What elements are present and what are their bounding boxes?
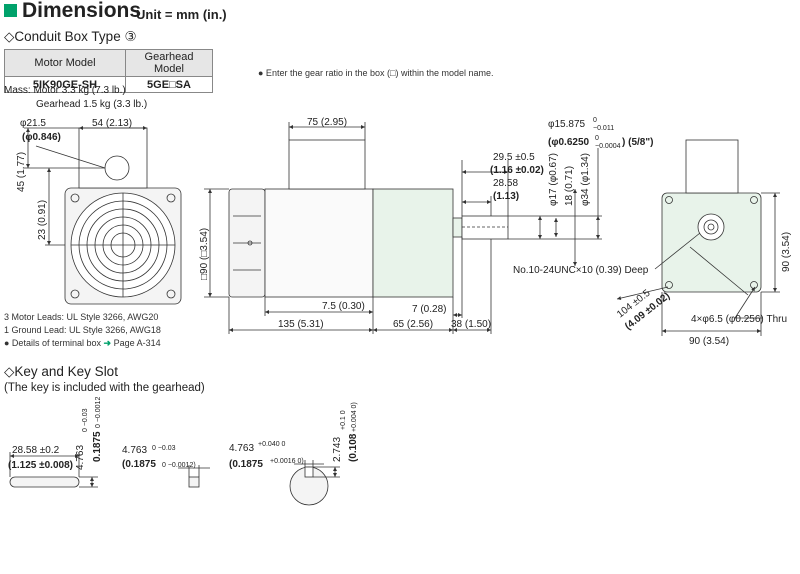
dim-29-5: 29.5 ±0.5 bbox=[493, 152, 535, 163]
dim-1-16: (1.16 ±0.02) bbox=[490, 165, 544, 176]
slot-depth-in-tol: +0.004 0) bbox=[351, 402, 358, 432]
slot-width-in: (0.1875 bbox=[229, 459, 263, 470]
dim-phi0625-tol-lower: −0.0004 bbox=[595, 143, 621, 150]
col-gearhead-model: Gearhead Model bbox=[125, 49, 213, 77]
dim-7: 7 (0.28) bbox=[412, 304, 446, 315]
dim-75: 75 (2.95) bbox=[307, 117, 347, 128]
dim-phi0625-tail: ) (5/8") bbox=[622, 137, 653, 148]
col-motor-model: Motor Model bbox=[4, 49, 126, 77]
dim-phi0625: (φ0.6250 bbox=[548, 137, 590, 148]
title-marker bbox=[4, 4, 17, 17]
dim-phi0846: (φ0.846) bbox=[22, 132, 61, 143]
dim-90-right: 90 (3.54) bbox=[781, 232, 792, 272]
dim-thread: No.10-24UNC×10 (0.39) Deep bbox=[513, 265, 649, 276]
gear-ratio-note: ● Enter the gear ratio in the box (□) wi… bbox=[258, 68, 494, 78]
dim-phi15875-tol-lower: −0.011 bbox=[593, 125, 614, 132]
slot-depth-tol: +0.1 0 bbox=[340, 410, 347, 430]
key-length: 28.58 ±0.2 bbox=[12, 445, 60, 456]
dim-phi0625-tol-upper: 0 bbox=[595, 135, 599, 142]
key-height-tol: 0 −0.03 bbox=[82, 408, 89, 432]
dim-90-bottom: 90 (3.54) bbox=[689, 336, 729, 347]
slot-width: 4.763 bbox=[229, 443, 254, 454]
model-table: Motor Model Gearhead Model 5IK90GE-SH 5G… bbox=[4, 49, 213, 93]
key-width-tol: 0 −0.03 bbox=[152, 445, 176, 452]
key-width-in-tol: 0 −0.0012) bbox=[162, 462, 196, 469]
section-key-subtitle: (The key is included with the gearhead) bbox=[4, 382, 205, 394]
key-width: 4.763 bbox=[122, 445, 147, 456]
key-width-in: (0.1875 bbox=[122, 459, 156, 470]
page-reference-link[interactable]: Page A-314 bbox=[113, 338, 161, 348]
slot-width-in-tol: +0.0016 0) bbox=[270, 458, 304, 465]
slot-width-tol: +0.040 0 bbox=[258, 441, 286, 448]
dim-45: 45 (1.77) bbox=[16, 152, 27, 192]
unit-label: Unit = mm (in.) bbox=[136, 7, 227, 22]
slot-depth: 2.743 bbox=[332, 437, 343, 462]
motor-model-value: 5IK90GE-SH bbox=[4, 76, 126, 93]
gearhead-model-value: 5GE□SA bbox=[125, 76, 213, 93]
gearhead-front-view bbox=[661, 139, 762, 296]
dim-135: 135 (5.31) bbox=[278, 319, 324, 330]
key-height-in: 0.1875 bbox=[92, 431, 103, 462]
key-length-in: (1.125 ±0.008) bbox=[8, 460, 73, 471]
dim-65: 65 (2.56) bbox=[393, 319, 433, 330]
key-drawings bbox=[9, 466, 329, 506]
dim-phi15875: φ15.875 bbox=[548, 119, 586, 130]
mass-motor: Mass: Motor 3.3 kg (7.3 lb.) bbox=[4, 85, 126, 96]
motor-front-view bbox=[64, 127, 182, 305]
dim-sq90: □90 (□3.54) bbox=[199, 228, 210, 280]
section-key-title: ◇Key and Key Slot bbox=[4, 364, 118, 379]
dim-7-5: 7.5 (0.30) bbox=[322, 301, 365, 312]
terminal-details-text: ● Details of terminal box bbox=[4, 338, 101, 348]
slot-depth-in: (0.108 bbox=[348, 433, 359, 462]
dim-18: 18 (0.71) bbox=[564, 166, 575, 206]
page-title: Dimensions bbox=[22, 0, 142, 22]
dim-holes: 4×φ6.5 (φ0.256) Thru bbox=[691, 314, 787, 325]
section-conduit-title: ◇Conduit Box Type ③ bbox=[4, 29, 137, 44]
dim-phi34: φ34 (φ1.34) bbox=[580, 153, 591, 206]
dim-38: 38 (1.50) bbox=[451, 319, 491, 330]
leads-line-2: 1 Ground Lead: UL Style 3266, AWG18 bbox=[4, 325, 161, 335]
leads-line-1: 3 Motor Leads: UL Style 3266, AWG20 bbox=[4, 312, 159, 322]
arrow-icon: ➜ bbox=[103, 338, 112, 348]
key-height-in-tol: 0 −0.0012 bbox=[95, 397, 102, 428]
dim-54: 54 (2.13) bbox=[92, 118, 132, 129]
dim-phi17: φ17 (φ0.67) bbox=[548, 153, 559, 206]
dim-phi15875-tol-upper: 0 bbox=[593, 117, 597, 124]
dim-phi21: φ21.5 bbox=[20, 118, 46, 129]
key-height: 4.763 bbox=[75, 445, 86, 470]
dim-28-58: 28.58 bbox=[493, 178, 518, 189]
mass-gearhead: Gearhead 1.5 kg (3.3 lb.) bbox=[36, 99, 148, 110]
leads-line-3: ● Details of terminal box ➜ Page A-314 bbox=[4, 338, 161, 349]
dim-1-13: (1.13) bbox=[493, 191, 519, 202]
motor-side-view bbox=[228, 139, 509, 298]
dim-23: 23 (0.91) bbox=[37, 200, 48, 240]
